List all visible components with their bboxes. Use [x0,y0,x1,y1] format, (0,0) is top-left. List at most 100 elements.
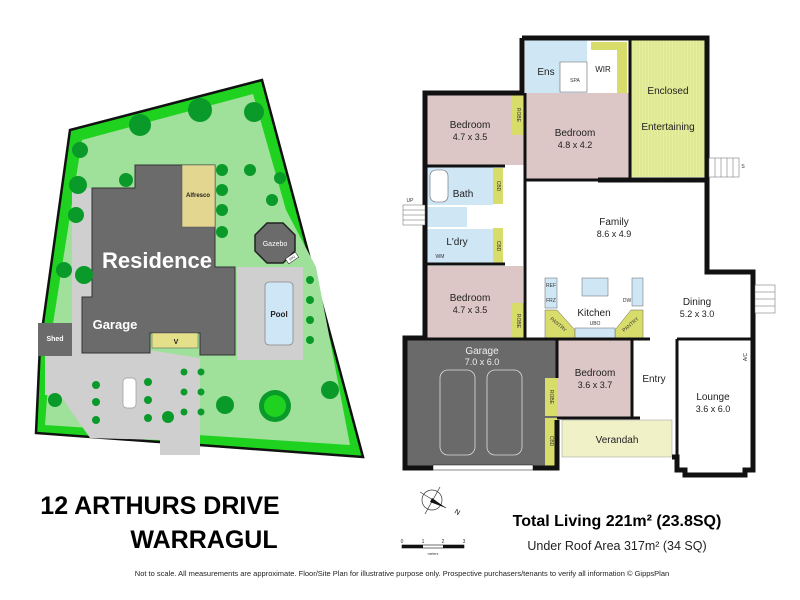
trees [48,98,339,424]
cooktop [574,327,616,339]
kitchen-island [581,277,609,297]
scale-bar: 0 1 2 3 meters [401,539,466,556]
bedroom-3-label: Bedroom [450,293,491,304]
parked-car [122,377,137,409]
site-verandah [151,332,199,349]
steps-left [402,204,426,226]
dining-label: Dining [683,297,711,308]
pool [264,281,294,346]
wir-shelf-side [617,42,627,93]
bedroom-4 [557,340,632,417]
under-roof-area: Under Roof Area 317m² (34 SQ) [527,539,706,553]
lounge-label: Lounge [696,392,730,403]
robe-1 [512,95,524,135]
garage-floor [405,340,557,467]
garage-car-2 [486,369,523,456]
shed-label: Shed [46,336,63,343]
disclaimer: Not to scale. All measurements are appro… [135,569,669,578]
frz-label: FRZ [546,298,556,304]
kitchen-sink [631,277,644,307]
alfresco-label: Alfresco [186,193,210,199]
compass: N [419,486,461,517]
garage-wall [533,420,560,471]
garage-car-1 [439,369,476,456]
up-label: UP [407,198,415,204]
cbd-garage-label: CBD [548,436,554,447]
residence-label: Residence [102,248,212,273]
garage-dims: 7.0 x 6.0 [465,357,500,367]
address-line-2: WARRAGUL [130,526,277,554]
wm-label: WM [436,254,445,260]
compass-north-label: N [453,508,461,517]
ubo-label: UBO [590,321,601,327]
cbd-1-label: CBD [495,181,501,192]
garage-door [432,464,534,471]
steps-right [708,157,776,314]
bedroom-1-label: Bedroom [450,120,491,131]
bedroom-3 [427,266,523,338]
site-plan: Pool Alfresco Residence Garage V Shed Ga… [34,78,365,459]
ensuite-label: Ens [537,67,554,78]
wir-shelf [591,42,627,50]
bbq [285,251,299,265]
robe-4-label: ROBE [548,390,554,405]
pool-label: Pool [270,310,287,319]
enclosed-label: Enclosed [647,86,688,97]
scale-tick-1: 1 [422,539,425,545]
bedroom-2-label: Bedroom [555,128,596,139]
family-label: Family [599,217,628,228]
cbd-1 [493,168,503,204]
alfresco [181,164,216,228]
ac-label: A/C [743,352,749,361]
scale-unit: meters [428,552,439,556]
entertaining-label: Entertaining [641,122,694,133]
lounge-dims: 3.6 x 6.0 [696,404,731,414]
steps-label: S [741,164,745,170]
ref-label: REF [546,283,556,289]
bath-label: Bath [453,189,474,200]
enclosed-entertaining [630,37,707,177]
scale-tick-3: 3 [463,539,466,545]
bedroom-1-dims: 4.7 x 3.5 [453,132,488,142]
spa [559,61,588,93]
robe-3 [512,303,524,338]
wir-label: WIR [595,65,611,74]
entry-label: Entry [642,374,665,385]
kitchen-bench-left [544,277,558,309]
bedroom-3-dims: 4.7 x 3.5 [453,305,488,315]
cbd-2 [493,228,503,263]
bathtub [429,169,449,203]
scale-tick-2: 2 [442,539,445,545]
total-living-area: Total Living 221m² (23.8SQ) [513,513,722,530]
floor-plan: Ens WIR SPA Enclosed Entertaining Bedroo… [402,35,776,478]
cbd-2-label: CBD [495,241,501,252]
feature-garden-inner [264,395,286,417]
bedroom-2-dims: 4.8 x 4.2 [558,140,593,150]
bedroom-4-dims: 3.6 x 3.7 [578,380,613,390]
gazebo-label: Gazebo [263,241,288,248]
shed [38,323,72,356]
dw-label: DW [623,298,632,304]
verandah [561,419,673,458]
scale-tick-0: 0 [401,539,404,545]
toilet [427,207,467,227]
address-line-1: 12 ARTHURS DRIVE [40,492,279,520]
garage-label: Garage [93,317,138,332]
bedroom-1 [427,93,525,165]
family-dims: 8.6 x 4.9 [597,229,632,239]
dining-dims: 5.2 x 3.0 [680,309,715,319]
driveway [45,348,200,455]
kitchen-label: Kitchen [577,308,610,319]
verandah-label: Verandah [596,435,639,446]
robe-1-label: ROBE [515,108,521,123]
garage-label: Garage [465,346,499,357]
laundry [427,229,493,263]
bedroom-2 [525,93,630,180]
laundry-label: L'dry [446,237,467,248]
robe-4 [545,378,557,416]
gazebo [254,222,296,264]
bbq-label: BBQ [288,254,296,261]
site-verandah-label: V [174,339,179,346]
bedroom-4-label: Bedroom [575,368,616,379]
